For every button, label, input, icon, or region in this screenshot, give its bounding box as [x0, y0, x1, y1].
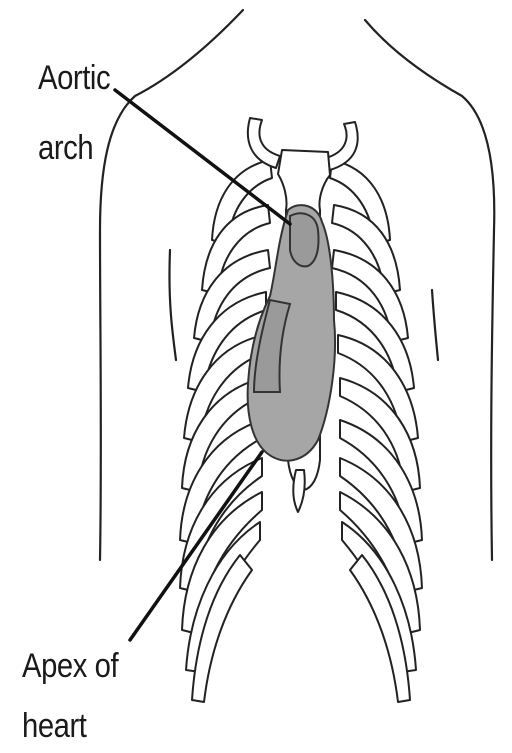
aortic-arch-label-line1: Aortic [38, 58, 110, 98]
heart [248, 205, 335, 461]
apex-of-heart-label-line2: heart [22, 706, 87, 746]
apex-of-heart-label-line1: Apex of [22, 646, 118, 686]
aortic-arch-label-line2: arch [38, 128, 93, 168]
right-ribs [330, 160, 422, 702]
